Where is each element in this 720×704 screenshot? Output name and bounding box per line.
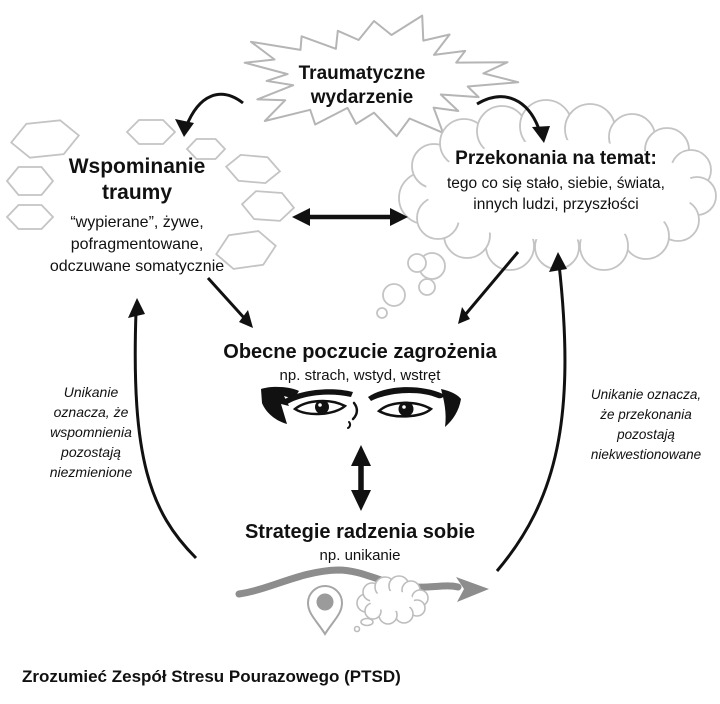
desc-line: pofragmentowane, [70, 236, 204, 253]
left-avoidance-note: Unikanie oznacza, że wspomnienia pozosta… [16, 382, 166, 482]
traumatic-event-label: Traumatyczne wydarzenie [262, 62, 462, 110]
note-line: pozostają [617, 427, 675, 442]
note-line: że przekonania [600, 407, 692, 422]
arrow-threat-coping-double [351, 445, 371, 511]
hexagon-fragments [5, 119, 296, 270]
coping-label: Strategie radzenia sobie np. unikanie [210, 520, 510, 566]
arrow-event-to-beliefs [476, 95, 550, 143]
coping-desc: np. unikanie [319, 547, 401, 564]
note-line: niezmienione [49, 464, 133, 480]
note-line: wspomnienia [50, 424, 132, 440]
note-line: oznacza, że [53, 404, 129, 420]
location-pin-icon [306, 585, 344, 636]
traumatic-event-line: wydarzenie [310, 87, 414, 108]
right-avoidance-note: Unikanie oznacza, że przekonania pozosta… [568, 385, 720, 465]
arrow-beliefs-to-threat [458, 251, 520, 324]
title-line: Wspominanie [68, 155, 206, 178]
note-line: pozostają [61, 444, 121, 460]
small-cloud-icon [353, 575, 429, 633]
current-threat-label: Obecne poczucie zagrożenia np. strach, w… [210, 340, 510, 386]
arrow-memories-to-threat [206, 276, 253, 328]
coping-title: Strategie radzenia sobie [244, 521, 476, 543]
current-threat-desc: np. strach, wstyd, wstręt [279, 367, 441, 384]
thought-bubble-trail [376, 252, 446, 319]
diagram-caption: Zrozumieć Zespół Stresu Pourazowego (PTS… [22, 667, 401, 686]
trauma-memories-label: Wspominanie traumy “wypierane”, żywe, po… [32, 154, 242, 278]
note-line: Unikanie oznacza, [590, 387, 702, 402]
desc-line: tego co się stało, siebie, świata, [447, 175, 665, 192]
desc-line: odczuwane somatycznie [49, 258, 225, 275]
wavy-avoidance-arrow [235, 566, 489, 602]
arrow-coping-to-memories [128, 298, 198, 560]
title-line: traumy [101, 181, 173, 204]
thought-cloud [398, 99, 717, 271]
note-line: Unikanie [63, 384, 119, 400]
current-threat-title: Obecne poczucie zagrożenia [223, 341, 497, 363]
trauma-memories-title: Wspominanie traumy [32, 154, 242, 206]
trauma-memories-desc: “wypierane”, żywe, pofragmentowane, odcz… [32, 212, 242, 278]
burst-shape [243, 14, 520, 138]
traumatic-event-line: Traumatyczne [298, 63, 426, 84]
desc-line: innych ludzi, przyszłości [473, 196, 639, 213]
beliefs-title: Przekonania na temat: [455, 148, 657, 169]
note-line: niekwestionowane [590, 447, 702, 462]
arrow-coping-to-beliefs [495, 252, 567, 572]
arrow-memories-beliefs-double [292, 208, 408, 226]
desc-line: “wypierane”, żywe, [70, 214, 204, 231]
beliefs-label: Przekonania na temat: tego co się stało,… [406, 147, 706, 215]
eyes-image [261, 386, 461, 429]
beliefs-desc: tego co się stało, siebie, świata, innyc… [406, 173, 706, 215]
arrow-event-to-memories [175, 92, 244, 137]
